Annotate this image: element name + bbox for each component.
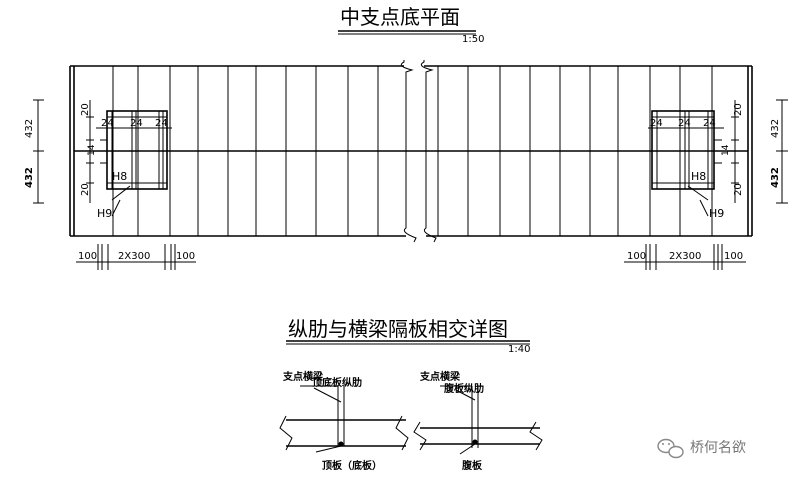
detail-right-label-bottom: 腹板: [462, 459, 483, 472]
dim-432-top-right: 432: [770, 119, 781, 138]
right-dimensions: [731, 99, 788, 204]
dim-14-right: 14: [721, 144, 731, 156]
rebar-h9-right: H9: [709, 207, 724, 220]
dim-432-top-left: 432: [24, 119, 35, 138]
right-diaphragm: [648, 110, 724, 217]
dim-20-bottom-left: 20: [80, 183, 91, 196]
dim-20-top-right: 20: [733, 103, 744, 116]
detail-left-label-top: 支点横梁: [282, 370, 324, 383]
dim-100-right-a: 100: [627, 251, 646, 262]
break-line: [400, 60, 437, 243]
dim-2x300-right: 2X300: [669, 251, 701, 262]
detail-right-label-top: 支点横梁: [419, 370, 461, 383]
plan-outline: [69, 65, 753, 237]
plan-scale: 1:50: [462, 34, 484, 45]
detail-left-label-bottom: 顶板（底板）: [322, 459, 382, 472]
dim-432-bottom-left: 432: [24, 167, 35, 188]
dim-24-left-3: 24: [155, 118, 168, 129]
dim-24-left-group: 24 24 24: [100, 118, 170, 129]
dim-24-left-2: 24: [130, 118, 143, 129]
left-dimensions: [33, 99, 94, 204]
dim-20-bottom-right: 20: [733, 183, 744, 196]
rebar-h9-left: H9: [97, 207, 112, 220]
rebar-h8-right: H8: [691, 170, 706, 183]
dim-24-right-3: 24: [703, 118, 716, 129]
dim-432-bottom-right: 432: [770, 167, 781, 188]
dim-24-right-1: 24: [650, 118, 663, 129]
detail-scale: 1:40: [508, 344, 530, 355]
detail-right-label-mid: 腹板纵肋: [444, 382, 484, 395]
bottom-dims-left: 100 2X300 100: [76, 244, 196, 270]
dim-100-left-a: 100: [78, 251, 97, 262]
longitudinal-ribs: [112, 66, 713, 236]
dim-24-right-group: 24 24 24: [650, 118, 716, 129]
detail-title: 纵肋与横梁隔板相交详图: [288, 317, 508, 341]
dim-24-right-2: 24: [678, 118, 691, 129]
dim-20-top-left: 20: [80, 103, 91, 116]
dim-24-left-1: 24: [101, 118, 114, 129]
wechat-icon: [657, 438, 684, 459]
detail-left: [279, 385, 409, 453]
rebar-h8-left: H8: [112, 170, 127, 183]
detail-right: [413, 385, 543, 455]
dim-100-right-b: 100: [724, 251, 743, 262]
bottom-dims-right: 100 2X300 100: [624, 244, 746, 270]
detail-left-label-mid: 顶底板纵肋: [312, 376, 362, 389]
plan-title: 中支点底平面: [340, 5, 460, 29]
watermark-text: 桥何名欲: [690, 440, 746, 456]
dim-14-left: 14: [87, 144, 97, 156]
dim-2x300-left: 2X300: [118, 251, 150, 262]
dim-100-left-b: 100: [176, 251, 195, 262]
left-diaphragm: [96, 110, 172, 217]
